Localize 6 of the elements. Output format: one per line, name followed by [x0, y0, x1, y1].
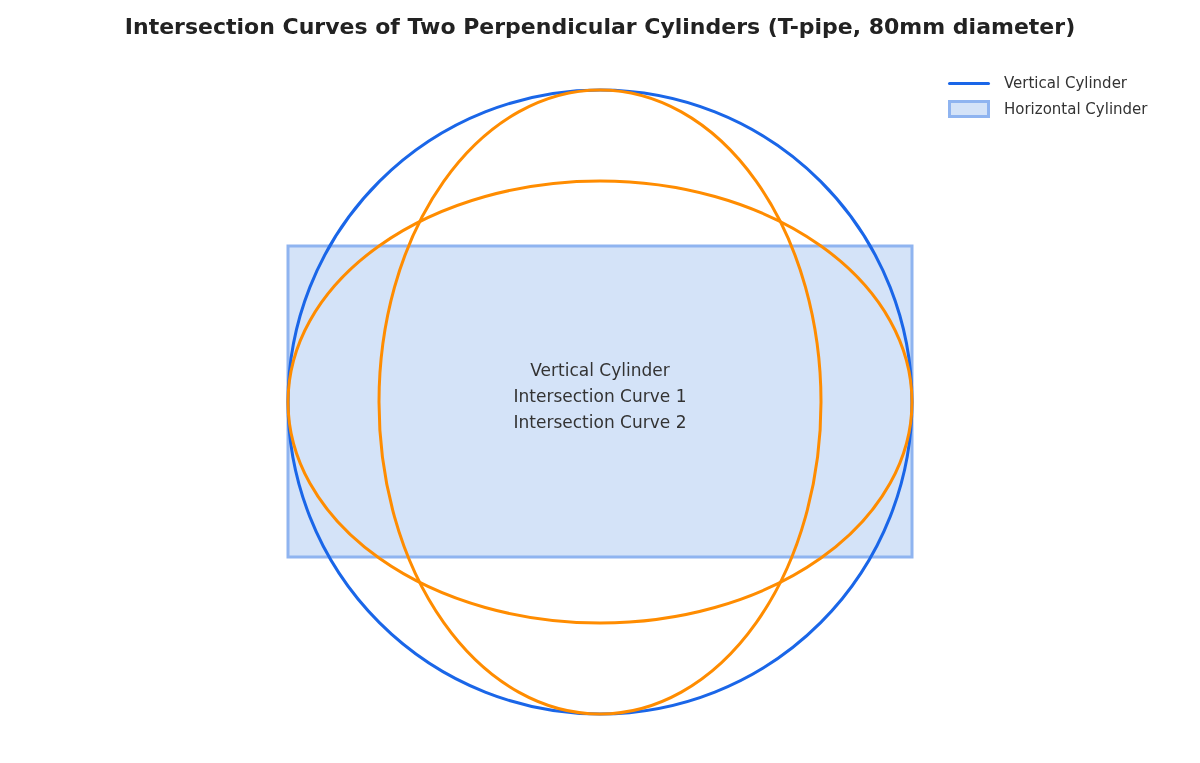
shape-label: Intersection Curve 2 [513, 412, 687, 432]
chart-title: Intersection Curves of Two Perpendicular Cylinders (T-pipe, 80mm diameter) [123, 14, 1077, 39]
shape-label: Vertical Cylinder [530, 360, 670, 380]
legend-label: Vertical Cylinder [1004, 74, 1128, 92]
shape-label: Intersection Curve 1 [513, 386, 687, 406]
legend-label: Horizontal Cylinder [1004, 100, 1148, 118]
